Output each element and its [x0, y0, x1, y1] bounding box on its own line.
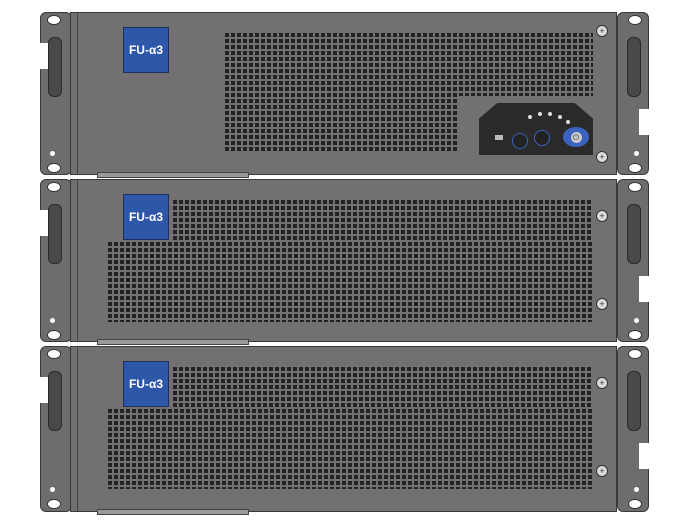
- status-led: [558, 115, 562, 119]
- status-led: [566, 120, 570, 124]
- rack-ear-left: [40, 346, 72, 512]
- screw-icon: +: [596, 298, 608, 310]
- brand-logo: FU-α3: [123, 194, 169, 240]
- chassis-front: FU-α3 + + ⏻: [70, 12, 617, 178]
- function-button-2[interactable]: [534, 130, 550, 146]
- brand-logo: FU-α3: [123, 361, 169, 407]
- function-button-1[interactable]: [512, 133, 528, 149]
- vent-grille: [457, 33, 593, 96]
- rack-unit-3: FU-α3 + +: [40, 346, 649, 515]
- rack-ear-left: [40, 179, 72, 342]
- power-icon: ⏻: [570, 131, 582, 143]
- screw-icon: +: [596, 210, 608, 222]
- rack-ear-right: [617, 179, 649, 342]
- power-button[interactable]: ⏻: [563, 127, 589, 147]
- rack-ear-left: [40, 12, 72, 175]
- status-led: [548, 112, 552, 116]
- rack-ear-right: [617, 346, 649, 512]
- screw-icon: +: [596, 25, 608, 37]
- usb-port: [495, 135, 503, 140]
- screw-icon: +: [596, 377, 608, 389]
- brand-logo: FU-α3: [123, 27, 169, 73]
- vent-grille: [106, 409, 593, 489]
- chassis-front: FU-α3 + +: [70, 179, 617, 345]
- chassis-front: FU-α3 + +: [70, 346, 617, 515]
- vent-grille: [171, 200, 593, 242]
- rack-unit-1: FU-α3 + + ⏻: [40, 12, 649, 178]
- vent-grille: [106, 242, 593, 322]
- vent-grille: [171, 367, 593, 409]
- rack-ear-right: [617, 12, 649, 175]
- status-led: [538, 112, 542, 116]
- screw-icon: +: [596, 151, 608, 163]
- vent-grille: [223, 33, 457, 153]
- rack-unit-2: FU-α3 + +: [40, 179, 649, 345]
- status-led: [528, 115, 532, 119]
- control-panel: ⏻: [479, 103, 593, 155]
- screw-icon: +: [596, 465, 608, 477]
